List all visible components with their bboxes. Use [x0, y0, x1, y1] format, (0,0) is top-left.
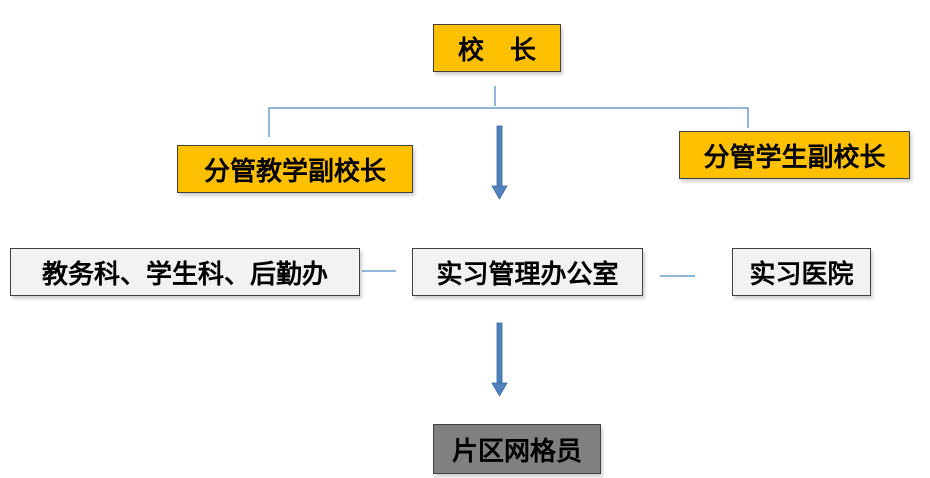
- node-departments-label: 教务科、学生科、后勤办: [41, 259, 328, 290]
- node-vp-student: 分管学生副校长: [679, 131, 910, 179]
- arrow-office-to-grid: [491, 322, 508, 397]
- node-internship-office-label: 实习管理办公室: [436, 259, 619, 290]
- node-departments: 教务科、学生科、后勤办: [10, 248, 360, 296]
- node-vp-student-label: 分管学生副校长: [703, 142, 886, 173]
- node-grid-staff-label: 片区网格员: [451, 436, 582, 467]
- arrow-principal-to-office: [491, 125, 508, 200]
- node-internship-hospital-label: 实习医院: [749, 259, 854, 290]
- node-internship-office: 实习管理办公室: [412, 248, 643, 296]
- node-internship-hospital: 实习医院: [732, 248, 871, 296]
- node-principal: 校 长: [433, 24, 561, 72]
- node-grid-staff: 片区网格员: [433, 424, 601, 474]
- node-vp-teaching: 分管教学副校长: [177, 145, 413, 193]
- connector-vp-bracket: [268, 107, 749, 137]
- node-vp-teaching-label: 分管教学副校长: [203, 156, 386, 187]
- node-principal-label: 校 长: [457, 35, 536, 66]
